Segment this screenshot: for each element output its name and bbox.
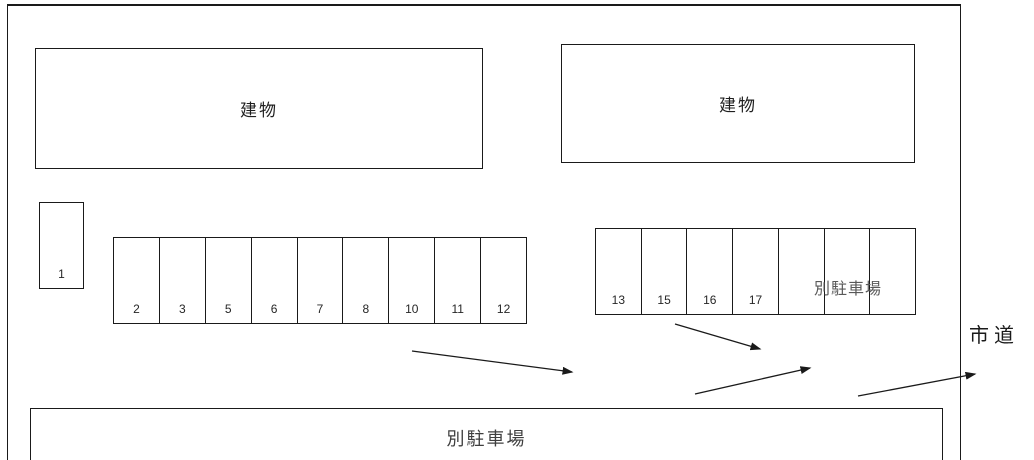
parking-spot-7: 7 <box>296 238 343 323</box>
separate-parking-lot-label: 別駐車場 <box>446 429 527 449</box>
spot-label: 5 <box>224 302 232 316</box>
spot-label: 6 <box>270 302 278 316</box>
parking-spot-11: 11 <box>434 238 480 323</box>
spot-label: 12 <box>496 302 511 316</box>
spot-label: 8 <box>362 302 370 316</box>
spot-label: 15 <box>657 293 671 307</box>
parking-spot-12: 12 <box>480 238 526 323</box>
parking-spot-8: 8 <box>342 238 388 323</box>
spot-label: 16 <box>703 293 717 307</box>
parking-spot-17: 17 <box>732 229 778 314</box>
parking-spot-1: 1 <box>39 202 84 289</box>
building-left: 建物 <box>35 48 483 169</box>
parking-spot-16: 16 <box>686 229 732 314</box>
building-left-label: 建物 <box>240 101 278 120</box>
site-boundary-border <box>7 4 961 460</box>
parking-spot-unlabeled <box>869 229 915 314</box>
parking-spot-15: 15 <box>640 229 687 314</box>
spot-label: 2 <box>133 302 140 316</box>
parking-spot-5: 5 <box>204 238 251 323</box>
spot-label: 7 <box>316 302 324 316</box>
parking-spot-3: 3 <box>158 238 205 323</box>
separate-parking-lot: 別駐車場 <box>30 408 943 460</box>
spot-label: 3 <box>178 302 186 316</box>
parking-row-right: 13 15 16 17 別駐車場 <box>595 228 916 315</box>
parking-spot-unlabeled <box>777 229 824 314</box>
spot-label: 11 <box>451 302 464 316</box>
parking-spot-1-label: 1 <box>58 267 65 281</box>
parking-spot-6: 6 <box>250 238 297 323</box>
parking-spot-unlabeled <box>823 229 870 314</box>
city-road-label: 市道 <box>969 325 1019 347</box>
parking-spot-13: 13 <box>596 229 641 314</box>
parking-row-left: 2 3 5 6 7 8 10 11 12 <box>113 237 527 324</box>
parking-spot-10: 10 <box>388 238 434 323</box>
building-right: 建物 <box>561 44 915 163</box>
parking-spot-2: 2 <box>114 238 159 323</box>
spot-label: 13 <box>611 293 626 307</box>
spot-label: 17 <box>748 293 763 307</box>
spot-label: 10 <box>405 302 419 316</box>
building-right-label: 建物 <box>719 96 757 115</box>
